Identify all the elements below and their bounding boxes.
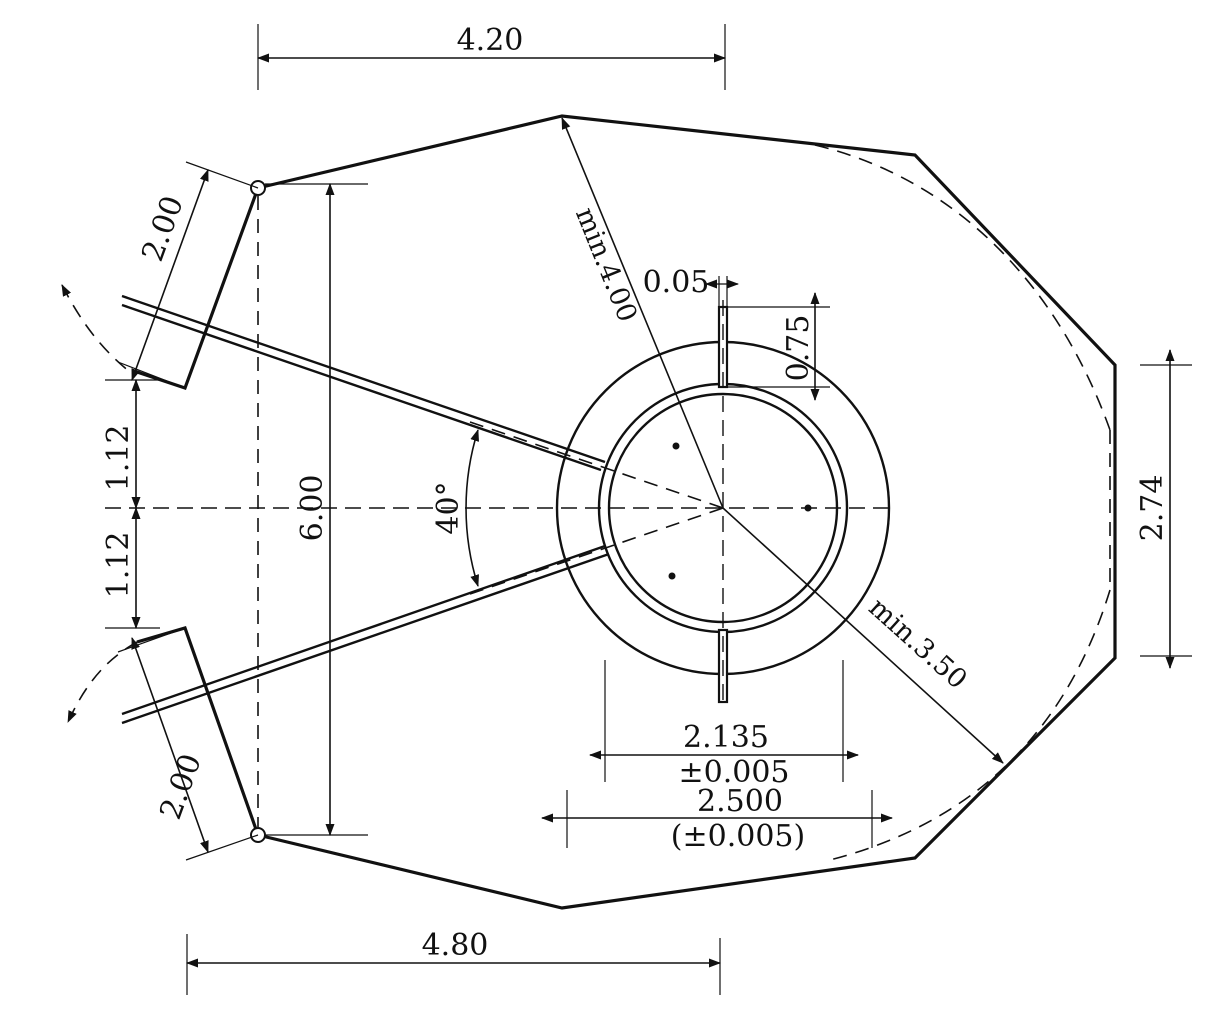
upper-arm <box>121 294 606 472</box>
dim-flap-lower: 2.00 <box>117 627 259 861</box>
dim-inner-diameter: 2.135 ±0.005 <box>589 660 859 790</box>
dim-top-width: 4.20 <box>257 23 726 90</box>
dim-radius-top: min.4.00 <box>561 117 724 509</box>
dim-top-width-label: 4.20 <box>457 23 524 58</box>
dim-inner-tolerance-label: ±0.005 <box>678 755 789 790</box>
dim-flap-upper-label: 2.00 <box>135 191 191 266</box>
mark-dot <box>672 442 680 450</box>
dim-radius-top-label: min.4.00 <box>569 203 643 326</box>
dim-slot-width: 0.05 <box>643 265 739 307</box>
dim-flap-upper: 2.00 <box>117 161 259 389</box>
dim-slot-depth: 0.75 <box>728 292 830 401</box>
dim-slot-width-label: 0.05 <box>643 265 710 300</box>
dim-height-label: 6.00 <box>295 475 330 542</box>
dim-slot-depth-label: 0.75 <box>781 315 816 382</box>
dim-half-heights: 1.12 1.12 <box>101 379 160 629</box>
dim-height: 6.00 <box>265 183 368 836</box>
dim-right-width-label: 2.74 <box>1135 475 1170 542</box>
dim-bottom-width: 4.80 <box>186 928 721 995</box>
dim-right-width: 2.74 <box>1135 349 1192 669</box>
dim-inner-diameter-label: 2.135 <box>683 720 769 755</box>
dim-angle: 40° <box>431 429 479 587</box>
dim-flap-lower-label: 2.00 <box>153 749 209 824</box>
dim-outer-diameter: 2.500 (±0.005) <box>541 784 893 854</box>
lower-arm <box>121 544 610 725</box>
dim-half-lower-label: 1.12 <box>101 532 136 599</box>
dim-bottom-width-label: 4.80 <box>422 928 489 963</box>
door-swing-arcs <box>61 284 138 723</box>
dim-outer-diameter-label: 2.500 <box>697 784 783 819</box>
outer-boundary <box>136 114 1117 910</box>
center-lines <box>105 300 895 705</box>
dim-half-upper-label: 1.12 <box>101 425 136 492</box>
dim-outer-tolerance-label: (±0.005) <box>671 819 805 854</box>
dim-radius-bottom-label: min.3.50 <box>863 592 973 696</box>
dim-angle-label: 40° <box>431 481 466 534</box>
dashed-arc-right <box>814 144 1111 861</box>
mark-dot <box>668 572 676 580</box>
